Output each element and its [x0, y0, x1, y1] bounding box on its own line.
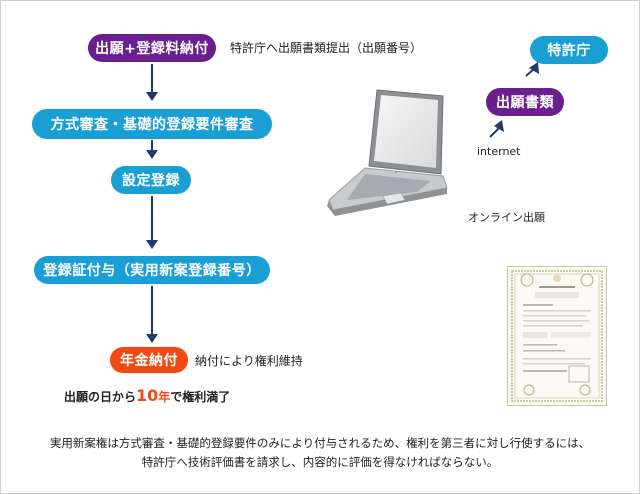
step-application-fee: 出願+登録料納付: [88, 34, 216, 62]
footer-note: 実用新案権は方式審査・基礎的登録要件のみにより付与されるため、権利を第三者に対し…: [0, 434, 640, 472]
flow-arrow-1: [151, 64, 153, 92]
svg-text:•: •: [395, 170, 397, 175]
arrow-to-office-head: [529, 62, 539, 74]
step-certificate-label: 登録証付与（実用新案登録番号）: [43, 263, 261, 279]
term-expiry-prefix: 出願の日から: [64, 390, 137, 404]
flow-arrow-1-head: [146, 92, 158, 101]
flow-arrow-2-head: [146, 150, 158, 159]
node-patent-office-label: 特許庁: [547, 43, 591, 59]
flow-arrow-3: [151, 196, 153, 240]
internet-label: internet: [477, 145, 521, 158]
node-application-documents: 出願書類: [486, 88, 564, 116]
flow-arrow-4: [151, 286, 153, 334]
node-application-documents-label: 出願書類: [496, 95, 554, 111]
step-registration-label: 設定登録: [122, 173, 180, 189]
term-expiry-suffix: で権利満了: [170, 390, 231, 404]
online-arrows: [489, 62, 539, 138]
step-annuity-label: 年金納付: [120, 353, 178, 369]
flow-arrow-2: [151, 140, 153, 150]
footer-line-2: 特許庁へ技術評価書を請求し、内容的に評価を得なければならない。: [141, 455, 499, 469]
term-expiry: 出願の日から10年で権利満了: [64, 386, 230, 405]
step-annuity: 年金納付: [110, 347, 188, 373]
node-patent-office: 特許庁: [530, 36, 608, 64]
arrow-to-documents-head: [494, 120, 504, 132]
step-annuity-note: 納付により権利維持: [195, 354, 303, 368]
step-application-fee-label: 出願+登録料納付: [95, 41, 209, 57]
online-filing-label: オンライン出願: [468, 211, 545, 224]
flow-arrow-4-head: [146, 334, 158, 343]
arrow-to-documents: [489, 127, 500, 138]
term-expiry-year-unit: 年: [158, 390, 171, 404]
step-certificate: 登録証付与（実用新案登録番号）: [34, 256, 270, 284]
step-registration: 設定登録: [111, 166, 191, 194]
laptop-illustration: •: [327, 89, 448, 216]
term-expiry-years: 10: [136, 386, 159, 405]
step-examination: 方式審査・基礎的登録要件審査: [32, 109, 272, 139]
flow-arrow-3-head: [146, 240, 158, 249]
step-examination-label: 方式審査・基礎的登録要件審査: [50, 117, 254, 133]
footer-line-1: 実用新案権は方式審査・基礎的登録要件のみにより付与されるため、権利を第三者に対し…: [49, 436, 591, 450]
certificate-image: [507, 266, 607, 406]
step-application-note: 特許庁へ出願書類提出（出願番号）: [230, 41, 423, 55]
